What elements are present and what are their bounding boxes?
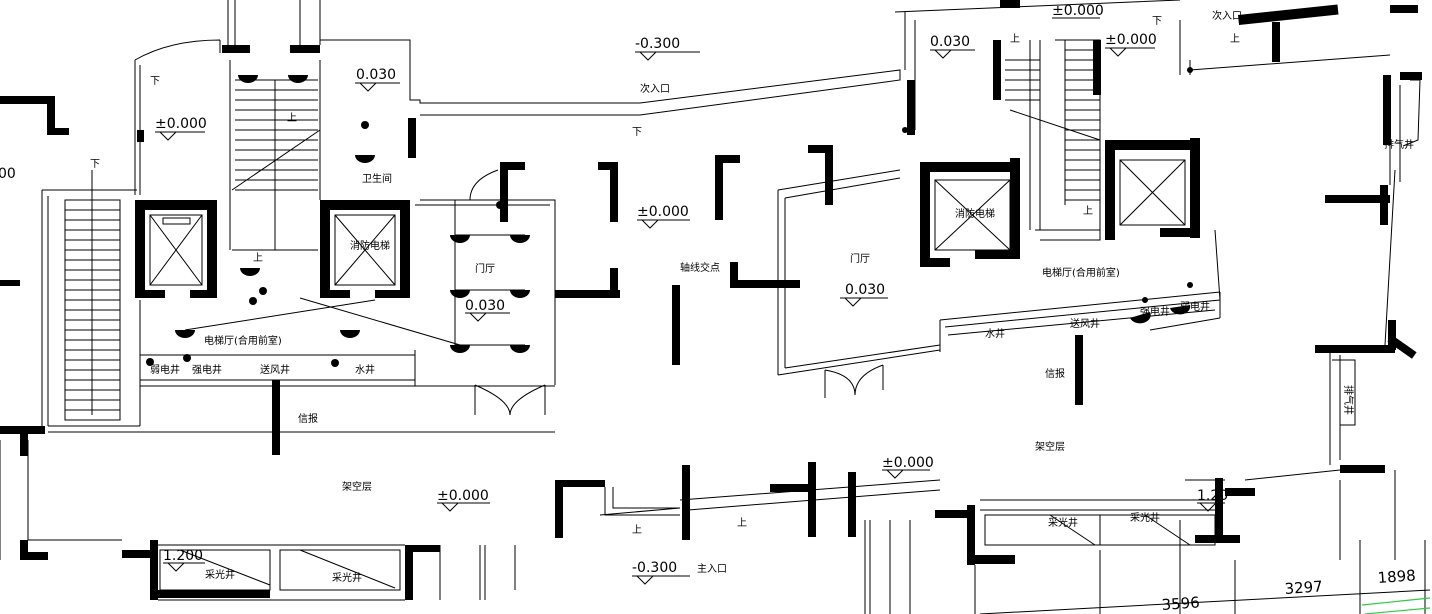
labels-left: -0.300 次入口 下 下 下 ±0.000 0.030 上 上 上 上 卫生… [0, 36, 747, 584]
secondary-entrance-label: 次入口 [1212, 9, 1242, 22]
stair-direction-label: 上 [1230, 33, 1240, 45]
fixtures-left [146, 75, 530, 367]
room-label-open-floor: 架空层 [1035, 440, 1065, 453]
dimension-labels: 3596 3297 1898 [1161, 566, 1416, 614]
stair-direction-label: 上 [253, 252, 263, 264]
walls-right [672, 0, 1422, 565]
level-label: ±0.000 [155, 116, 207, 132]
room-label-lightwell: 采光井 [1130, 511, 1160, 524]
stair-direction-label: 下 [150, 76, 160, 87]
level-label: -0.300 [632, 560, 677, 576]
linework-right [777, 0, 1431, 614]
level-label: 0.030 [465, 298, 505, 314]
stair-direction-label: 上 [632, 524, 642, 536]
room-label-water-shaft: 水井 [985, 327, 1005, 340]
level-label: 0.030 [356, 67, 396, 83]
room-label-foyer: 门厅 [475, 262, 495, 275]
stair-direction-label: 上 [1010, 33, 1020, 45]
level-label: -0.300 [635, 36, 680, 52]
level-label: ±0.000 [437, 488, 489, 504]
room-label-fire-elevator: 消防电梯 [350, 239, 390, 252]
level-markers [155, 17, 1225, 585]
secondary-entrance-label: 次入口 [640, 82, 670, 95]
level-label: 0.030 [845, 282, 885, 298]
room-label-elevator-hall: 电梯厅(合用前室) [204, 334, 282, 347]
room-label-mailbox: 信报 [1045, 367, 1065, 380]
walls-left [0, 45, 620, 600]
room-label-weak-shaft: 弱电井 [150, 363, 180, 376]
room-label-lightwell: 采光井 [1048, 516, 1078, 529]
room-label-air-shaft: 送风井 [1070, 317, 1100, 330]
room-label-strong-shaft: 强电井 [192, 363, 222, 376]
room-label-air-shaft: 送风井 [260, 363, 290, 376]
level-label: 1.20 [1197, 488, 1228, 504]
level-label: 00 [0, 166, 16, 182]
fixtures-right [902, 67, 1193, 324]
level-label: ±0.000 [882, 455, 934, 471]
room-label-foyer: 门厅 [850, 252, 870, 265]
room-label-lightwell: 采光井 [205, 568, 235, 581]
level-label: ±0.000 [1105, 32, 1157, 48]
axis-point-label: 轴线交点 [680, 261, 720, 274]
stair-direction-label: 下 [632, 127, 642, 138]
main-entrance-label: 主入口 [697, 563, 727, 575]
labels-right: ±0.000 0.030 ±0.000 下 次入口 上 上 上 排气井 排气井 … [845, 3, 1414, 529]
level-label: 0.030 [930, 34, 970, 50]
room-label-weak-shaft: 弱电井 [1180, 300, 1210, 313]
room-label-mailbox: 信报 [298, 412, 318, 425]
stair-direction-label: 下 [1152, 16, 1162, 27]
level-label: ±0.000 [1052, 3, 1104, 19]
room-label-exhaust-shaft: 排气井 [1342, 385, 1355, 415]
dimension-label: 3297 [1284, 577, 1323, 598]
stair-direction-label: 上 [287, 112, 297, 124]
stair-direction-label: 上 [1083, 205, 1093, 217]
room-label-toilet: 卫生间 [362, 172, 392, 185]
room-label-strong-shaft: 强电井 [1140, 305, 1170, 318]
room-label-elevator-hall: 电梯厅(合用前室) [1042, 266, 1120, 279]
stair-direction-label: 下 [90, 159, 100, 170]
room-label-water-shaft: 水井 [355, 363, 375, 376]
dimension-label: 1898 [1377, 566, 1416, 587]
room-label-exhaust-shaft: 排气井 [1384, 138, 1414, 151]
stair-direction-label: 上 [737, 517, 747, 529]
room-label-lightwell: 采光井 [332, 571, 362, 584]
level-label: ±0.000 [637, 204, 689, 220]
room-label-fire-elevator: 消防电梯 [955, 207, 995, 220]
level-label: 1.200 [163, 548, 203, 564]
room-label-open-floor: 架空层 [342, 480, 372, 493]
dimension-label: 3596 [1161, 593, 1200, 614]
